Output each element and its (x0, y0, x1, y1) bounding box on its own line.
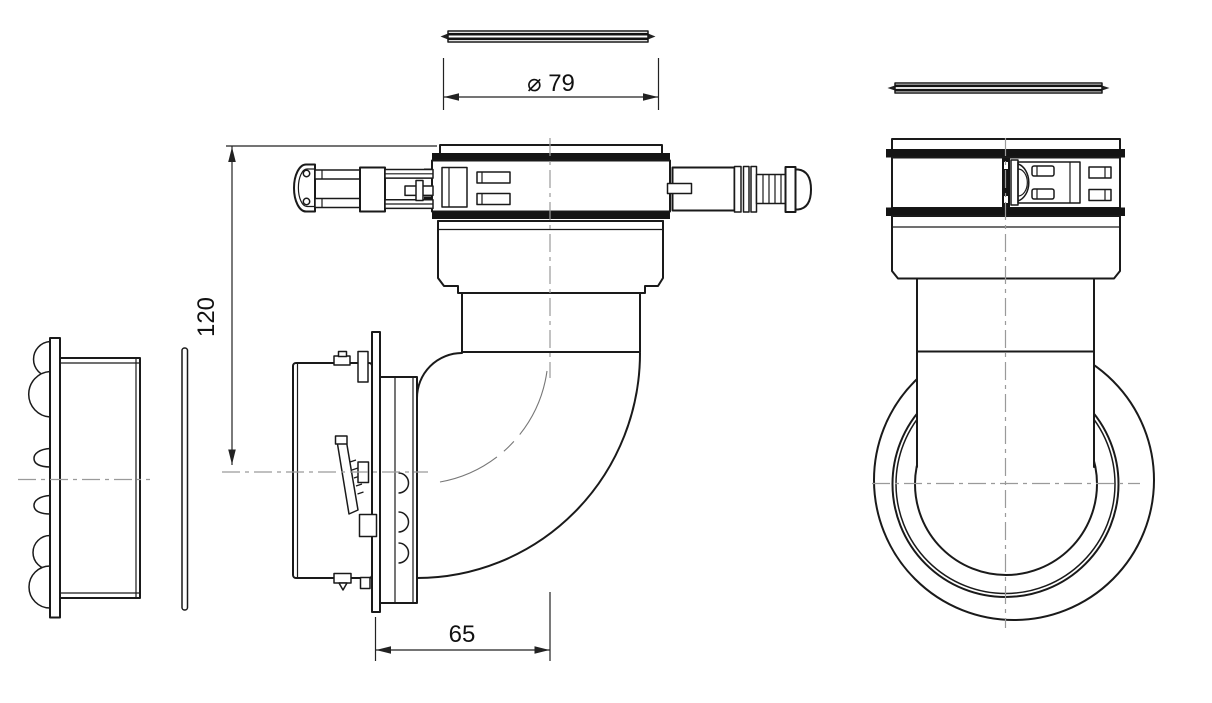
elbow-inner-arc (416, 352, 463, 399)
drain-plug (666, 165, 812, 213)
locking-clip-latch (293, 163, 434, 213)
offset-dimension-label: 65 (449, 621, 476, 648)
height-dimension: 120 (193, 145, 437, 465)
clamp-band-edge-view (440, 30, 656, 43)
diameter-dimension: ⌀ 79 (442, 58, 660, 110)
band-tip-left (440, 33, 448, 40)
elbow-body (416, 220, 664, 579)
socket-hub (379, 376, 418, 604)
upper-clamp-collar (424, 144, 671, 219)
diameter-dimension-label: ⌀ 79 (527, 70, 575, 97)
latch-hole-top (302, 169, 311, 178)
offset-dimension: 65 (374, 592, 551, 661)
clamp-band-edge-view-front (887, 82, 1110, 94)
elbow-outer-arc (416, 352, 641, 579)
height-dimension-label: 120 (193, 297, 220, 337)
centerlines (18, 138, 1140, 628)
side-view: ⌀ 79 (27, 30, 812, 661)
elbow-centerline-arc (439, 370, 548, 483)
band-tip-right (648, 33, 656, 40)
seal-sleeve (27, 337, 141, 619)
front-view (873, 82, 1155, 621)
flat-gasket (181, 347, 189, 611)
latch-hole-bottom (302, 197, 311, 206)
